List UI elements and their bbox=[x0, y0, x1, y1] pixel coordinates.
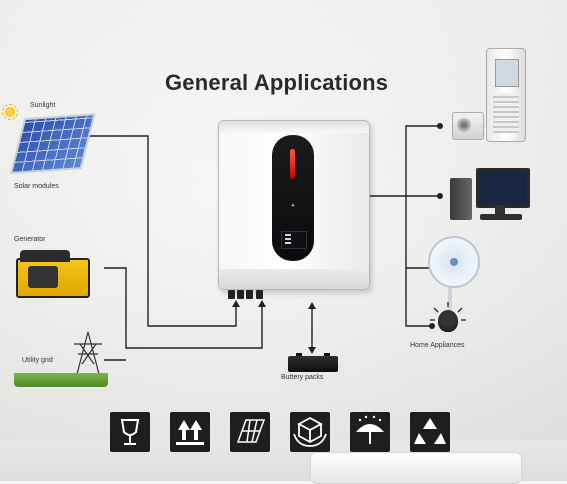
generator-icon bbox=[10, 250, 94, 300]
arrow-battery-up bbox=[308, 302, 316, 309]
foreground-roll bbox=[310, 452, 522, 484]
lcd-display-icon bbox=[281, 231, 307, 249]
arrow-generator bbox=[258, 300, 266, 307]
battery-packs-label: Buttery packs bbox=[281, 374, 324, 381]
sun-icon bbox=[2, 104, 18, 120]
handle-with-care-icon bbox=[290, 412, 330, 452]
desktop-tower-icon bbox=[450, 178, 472, 220]
fan-stand bbox=[448, 282, 452, 328]
ac-outdoor-unit-icon bbox=[452, 112, 484, 140]
computer-monitor-icon bbox=[476, 168, 530, 215]
arrow-battery-down bbox=[308, 347, 316, 354]
solar-modules-label: Solar modules bbox=[14, 183, 59, 190]
grass-ground bbox=[14, 373, 108, 387]
air-conditioner-icon bbox=[486, 48, 526, 142]
battery-pack-icon bbox=[288, 353, 338, 372]
light-bulb-icon bbox=[438, 310, 458, 332]
arrow-solar bbox=[232, 300, 240, 307]
utility-grid-label: Utility grid bbox=[22, 357, 53, 364]
power-tower-icon bbox=[74, 331, 102, 379]
recycle-icon bbox=[410, 412, 450, 452]
output-wire-ac bbox=[370, 125, 440, 197]
brand-logo-icon: ✦ bbox=[290, 203, 296, 209]
dot-bulb bbox=[429, 323, 435, 329]
status-led-icon bbox=[290, 149, 295, 179]
solar-wire bbox=[78, 135, 237, 327]
output-wire-bulb bbox=[405, 268, 432, 327]
home-appliances-label: Home Appliances bbox=[410, 342, 465, 349]
keep-dry-icon bbox=[350, 412, 390, 452]
this-way-up-icon bbox=[170, 412, 210, 452]
solar-inverter-unit: ✦ bbox=[218, 120, 370, 290]
inverter-front-panel: ✦ bbox=[272, 135, 314, 261]
sunlight-label: Sunlight bbox=[30, 102, 56, 109]
diagram-title: General Applications bbox=[165, 70, 389, 95]
generator-wire bbox=[104, 267, 263, 349]
dot-pc bbox=[437, 193, 443, 199]
electric-fan-icon bbox=[428, 236, 480, 288]
fragile-glass-icon bbox=[110, 412, 150, 452]
dot-ac bbox=[437, 123, 443, 129]
solar-panel-icon bbox=[230, 412, 270, 452]
generator-label: Generator bbox=[14, 236, 46, 243]
keyboard-icon bbox=[480, 214, 522, 220]
light-rays-icon bbox=[430, 302, 466, 321]
